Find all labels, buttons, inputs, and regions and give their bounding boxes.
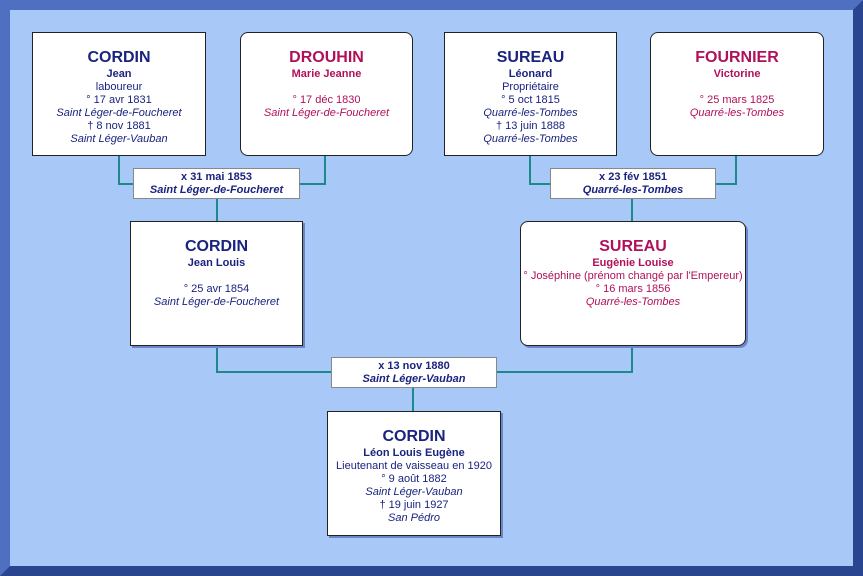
connector: [496, 371, 633, 373]
connector: [529, 183, 551, 185]
surname: SUREAU: [599, 238, 667, 255]
connector: [412, 388, 414, 411]
birth-place: Quarré-les-Tombes: [585, 296, 681, 308]
occupation: Propriétaire: [502, 81, 559, 93]
person-card-jean-louis-cordin[interactable]: CORDIN Jean Louis ° 25 avr 1854 Saint Lé…: [130, 221, 303, 346]
given-name: Léonard: [508, 68, 553, 80]
birth-place: Quarré-les-Tombes: [483, 107, 578, 119]
connector: [299, 183, 326, 185]
surname: CORDIN: [184, 238, 249, 255]
death-place: Saint Léger-Vauban: [70, 133, 168, 145]
marriage-date: x 31 mai 1853: [181, 171, 252, 183]
given-name: Jean: [106, 68, 132, 80]
surname: FOURNIER: [695, 49, 779, 66]
connector: [735, 155, 737, 185]
birth-date: ° 17 déc 1830: [292, 94, 361, 106]
connector: [216, 199, 218, 221]
occupation: laboureur: [95, 81, 143, 93]
birth-name-note: ° Joséphine (prénom changé par l'Empereu…: [523, 270, 743, 282]
death-place: San Pédro: [388, 512, 440, 524]
marriage-place: Saint Léger-de-Foucheret: [149, 184, 284, 196]
marriage-place: Saint Léger-Vauban: [362, 373, 466, 385]
marriage-box-cordin-drouhin[interactable]: x 31 mai 1853 Saint Léger-de-Foucheret: [133, 168, 300, 199]
given-name: Marie Jeanne: [291, 68, 362, 80]
connector: [216, 345, 218, 373]
surname: CORDIN: [382, 428, 446, 445]
person-card-leonard-sureau[interactable]: SUREAU Léonard Propriétaire ° 5 oct 1815…: [444, 32, 617, 156]
person-card-jean-cordin[interactable]: CORDIN Jean laboureur ° 17 avr 1831 Sain…: [32, 32, 206, 156]
marriage-place: Quarré-les-Tombes: [582, 184, 684, 196]
occupation: Lieutenant de vaisseau en 1920: [336, 460, 492, 472]
marriage-date: x 23 fév 1851: [599, 171, 667, 183]
marriage-box-cordin-sureau[interactable]: x 13 nov 1880 Saint Léger-Vauban: [331, 357, 497, 388]
person-card-leon-cordin[interactable]: CORDIN Léon Louis Eugène Lieutenant de v…: [327, 411, 501, 536]
birth-place: Saint Léger-de-Foucheret: [153, 296, 280, 308]
birth-place: Saint Léger-Vauban: [365, 486, 463, 498]
connector: [324, 155, 326, 185]
death-date: † 13 juin 1888: [495, 120, 566, 132]
given-name: Eugènie Louise: [592, 257, 674, 269]
death-date: † 19 juin 1927: [379, 499, 449, 511]
death-date: † 8 nov 1881: [87, 120, 151, 132]
birth-place: Saint Léger-de-Foucheret: [56, 107, 182, 119]
marriage-date: x 13 nov 1880: [378, 360, 450, 372]
connector: [118, 183, 134, 185]
connector: [631, 199, 633, 221]
surname: DROUHIN: [289, 49, 364, 66]
given-name: Léon Louis Eugène: [363, 447, 465, 459]
birth-date: ° 17 avr 1831: [86, 94, 152, 106]
connector: [216, 371, 332, 373]
connector: [529, 155, 531, 185]
connector: [118, 155, 120, 185]
connector: [715, 183, 737, 185]
given-name: Jean Louis: [187, 257, 246, 269]
surname: CORDIN: [87, 49, 151, 66]
birth-date: ° 16 mars 1856: [595, 283, 671, 295]
person-card-marie-drouhin[interactable]: DROUHIN Marie Jeanne ° 17 déc 1830 Saint…: [240, 32, 413, 156]
person-card-eugenie-sureau[interactable]: SUREAU Eugènie Louise ° Joséphine (préno…: [520, 221, 746, 346]
surname: SUREAU: [496, 49, 565, 66]
birth-place: Quarré-les-Tombes: [689, 107, 785, 119]
death-place: Quarré-les-Tombes: [483, 133, 578, 145]
connector: [631, 345, 633, 373]
birth-place: Saint Léger-de-Foucheret: [263, 107, 390, 119]
birth-date: ° 25 mars 1825: [699, 94, 775, 106]
birth-date: ° 9 août 1882: [381, 473, 447, 485]
person-card-victorine-fournier[interactable]: FOURNIER Victorine ° 25 mars 1825 Quarré…: [650, 32, 824, 156]
given-name: Victorine: [713, 68, 761, 80]
birth-date: ° 5 oct 1815: [501, 94, 560, 106]
birth-date: ° 25 avr 1854: [183, 283, 250, 295]
marriage-box-sureau-fournier[interactable]: x 23 fév 1851 Quarré-les-Tombes: [550, 168, 716, 199]
